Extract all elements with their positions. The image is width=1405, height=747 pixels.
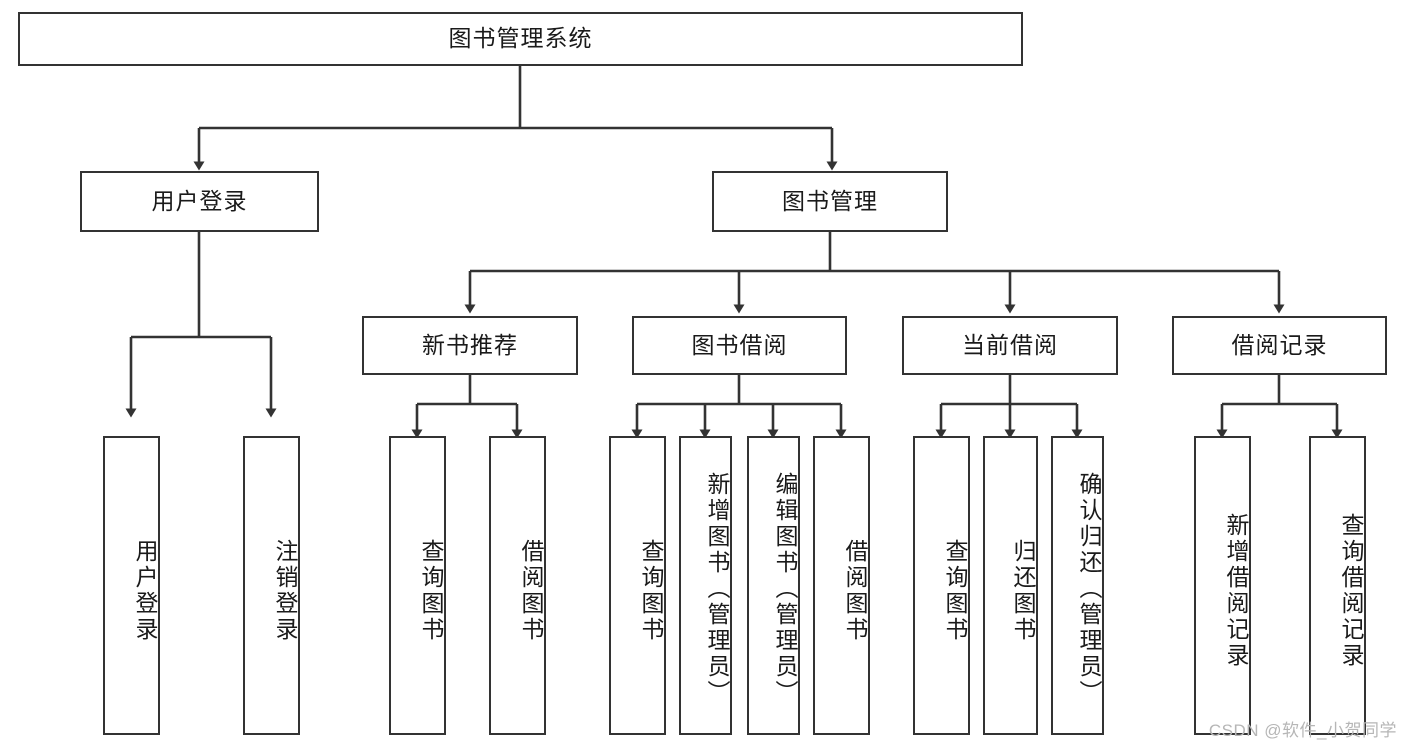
node-label: 借阅图书 [842, 538, 868, 643]
leaf-confirm-return-admin[interactable]: 确认归还（管理员） [1051, 436, 1104, 735]
leaf-edit-book-admin[interactable]: 编辑图书（管理员） [747, 436, 800, 735]
node-label: 确认归还（管理员） [1076, 471, 1102, 706]
node-new-book-recommend[interactable]: 新书推荐 [362, 316, 578, 375]
node-label: 新书推荐 [422, 331, 518, 358]
leaf-user-login[interactable]: 用户登录 [103, 436, 160, 735]
node-label: 用户登录 [151, 187, 248, 214]
leaf-borrow-book[interactable]: 借阅图书 [813, 436, 870, 735]
node-label: 当前借阅 [962, 331, 1058, 358]
node-label: 借阅记录 [1231, 331, 1328, 358]
leaf-borrow-book-recommend[interactable]: 借阅图书 [489, 436, 546, 735]
node-book-management[interactable]: 图书管理 [712, 171, 948, 232]
node-label: 图书管理系统 [448, 25, 593, 52]
node-label: 查询借阅记录 [1338, 512, 1364, 669]
node-label: 图书管理 [782, 187, 878, 214]
node-label: 新增图书（管理员） [704, 471, 730, 706]
node-label: 查询图书 [638, 538, 664, 643]
node-current-borrow[interactable]: 当前借阅 [902, 316, 1118, 375]
node-label: 用户登录 [132, 538, 158, 643]
leaf-add-borrow-record[interactable]: 新增借阅记录 [1194, 436, 1251, 735]
csdn-watermark: CSDN @软件_小贺同学 [1208, 721, 1397, 740]
leaf-query-book-borrow[interactable]: 查询图书 [609, 436, 666, 735]
node-label: 查询图书 [942, 538, 968, 643]
leaf-logout[interactable]: 注销登录 [243, 436, 300, 735]
node-user-login[interactable]: 用户登录 [80, 171, 319, 232]
node-book-borrow[interactable]: 图书借阅 [632, 316, 847, 375]
node-label: 借阅图书 [518, 538, 544, 643]
leaf-query-book-recommend[interactable]: 查询图书 [389, 436, 446, 735]
node-borrow-record[interactable]: 借阅记录 [1172, 316, 1387, 375]
node-label: 查询图书 [418, 538, 444, 643]
leaf-add-book-admin[interactable]: 新增图书（管理员） [679, 436, 732, 735]
node-label: 注销登录 [272, 538, 298, 643]
node-label: 归还图书 [1010, 538, 1036, 643]
leaf-query-borrow-record[interactable]: 查询借阅记录 [1309, 436, 1366, 735]
node-label: 图书借阅 [691, 331, 788, 358]
leaf-query-book-current[interactable]: 查询图书 [913, 436, 970, 735]
leaf-return-book[interactable]: 归还图书 [983, 436, 1038, 735]
node-label: 编辑图书（管理员） [772, 471, 798, 706]
node-root-book-management-system[interactable]: 图书管理系统 [18, 12, 1023, 66]
node-label: 新增借阅记录 [1223, 512, 1249, 669]
